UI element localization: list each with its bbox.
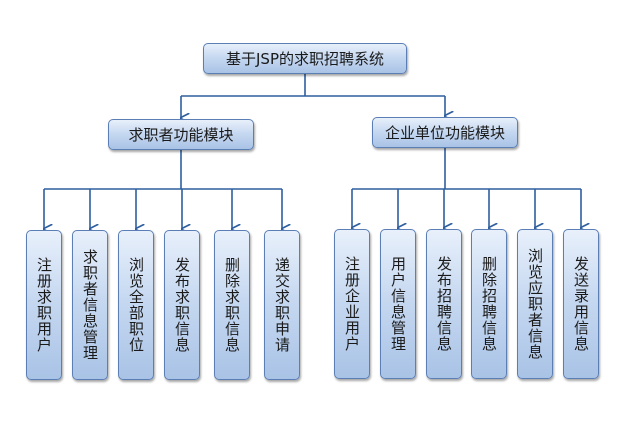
leaf-label: 浏览应职者信息 xyxy=(526,248,544,360)
leaf-label: 用户信息管理 xyxy=(389,256,407,352)
leaf-label: 发布招聘信息 xyxy=(435,256,453,352)
leaf-label: 发布求职信息 xyxy=(173,257,191,353)
leaf-node: 删除求职信息 xyxy=(214,230,250,380)
leaf-node: 浏览全部职位 xyxy=(118,230,154,380)
leaf-node: 删除招聘信息 xyxy=(471,229,507,379)
leaf-node: 浏览应职者信息 xyxy=(517,229,553,379)
leaf-node: 发布求职信息 xyxy=(164,230,200,380)
leaf-label: 求职者信息管理 xyxy=(81,249,99,361)
module-label: 求职者功能模块 xyxy=(128,126,234,144)
leaf-node: 注册求职用户 xyxy=(26,230,62,380)
leaf-label: 注册企业用户 xyxy=(343,256,361,352)
module-label: 企业单位功能模块 xyxy=(384,124,505,142)
leaf-label: 删除求职信息 xyxy=(223,257,241,353)
leaf-node: 求职者信息管理 xyxy=(72,230,108,380)
leaf-label: 递交求职申请 xyxy=(273,257,291,353)
root-label: 基于JSP的求职招聘系统 xyxy=(226,50,384,68)
module-node-jobseeker: 求职者功能模块 xyxy=(108,119,254,150)
module-node-enterprise: 企业单位功能模块 xyxy=(372,117,518,148)
root-node: 基于JSP的求职招聘系统 xyxy=(203,43,407,74)
leaf-label: 删除招聘信息 xyxy=(480,256,498,352)
leaf-label: 发送录用信息 xyxy=(572,256,590,352)
leaf-label: 注册求职用户 xyxy=(35,257,53,353)
leaf-label: 浏览全部职位 xyxy=(127,257,145,353)
leaf-node: 递交求职申请 xyxy=(264,230,300,380)
leaf-node: 发送录用信息 xyxy=(563,229,599,379)
leaf-node: 发布招聘信息 xyxy=(426,229,462,379)
leaf-node: 用户信息管理 xyxy=(380,229,416,379)
leaf-node: 注册企业用户 xyxy=(334,229,370,379)
